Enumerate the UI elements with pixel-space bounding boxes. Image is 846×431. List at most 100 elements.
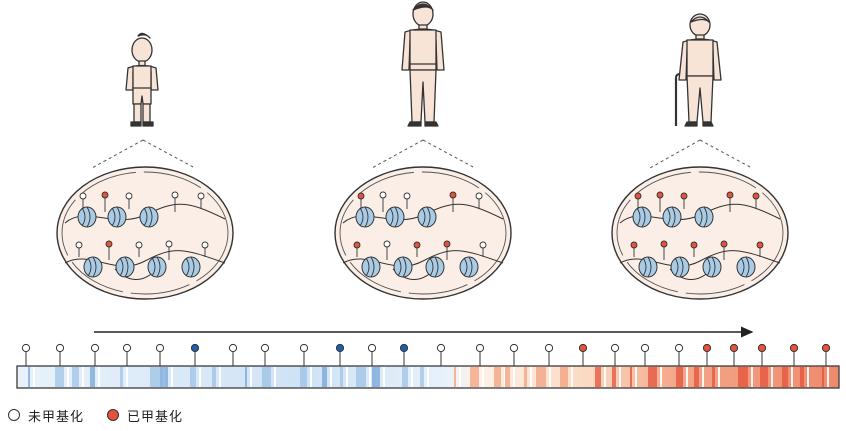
- bar-stripe: [402, 367, 408, 387]
- bar-stripe: [262, 367, 271, 387]
- unmethylated-site: [479, 241, 487, 257]
- bar-gap: [702, 367, 704, 387]
- methylated-site: [821, 343, 831, 366]
- methylated-site: [726, 191, 734, 212]
- bar-stripe: [648, 367, 657, 387]
- bar-stripe: [536, 367, 546, 387]
- bar-gap: [310, 367, 312, 387]
- unmethylated-site: [201, 241, 209, 257]
- bar-stripe: [630, 367, 632, 387]
- methylated-site: [660, 240, 668, 260]
- nucleosome-icon: [107, 206, 127, 228]
- legend-methylated: 已甲基化: [107, 404, 183, 426]
- bar-stripe: [160, 367, 168, 387]
- bar-stripe: [676, 367, 683, 387]
- nucleosome-icon: [115, 256, 135, 278]
- nucleosome-icon: [417, 206, 437, 228]
- bar-stripe: [612, 367, 616, 387]
- methylated-site: [449, 191, 457, 212]
- nucleosome-icon: [139, 206, 159, 228]
- methylated-site: [680, 192, 688, 209]
- blue-site: [399, 343, 409, 366]
- nucleosome-icon: [638, 256, 658, 278]
- unmethylated-site: [21, 343, 31, 366]
- bar-stripe: [560, 367, 568, 387]
- methylated-site: [443, 240, 451, 260]
- nucleosome-icon: [361, 256, 381, 278]
- bar-gap: [619, 367, 621, 387]
- unmethylated-site: [299, 343, 309, 366]
- bar-gap: [346, 367, 348, 387]
- nucleosome-icon: [632, 206, 652, 228]
- unmethylated-dot-icon: [8, 409, 20, 421]
- unmethylated-site: [135, 241, 143, 257]
- methylated-site: [101, 191, 109, 212]
- bar-stripe: [72, 367, 79, 387]
- methylated-site: [752, 192, 760, 209]
- nucleosome-icon: [181, 256, 201, 278]
- bar-gap: [686, 367, 688, 387]
- bar-gap: [530, 367, 532, 387]
- elderly-figure-with-cane-icon: [674, 13, 722, 127]
- unmethylated-site: [197, 192, 205, 209]
- nucleosome-icon: [385, 206, 405, 228]
- zoom-lines: [91, 139, 753, 169]
- bar-gap: [330, 367, 332, 387]
- blue-site: [190, 343, 200, 366]
- chromatin-cell-adult: [334, 166, 512, 300]
- bar-gap: [82, 367, 84, 387]
- legend-unmethylated: 未甲基化: [8, 404, 84, 426]
- unmethylated-site: [165, 240, 173, 260]
- bar-stripe: [212, 367, 216, 387]
- bar-stripe: [822, 367, 824, 387]
- bar-gap: [718, 367, 720, 387]
- bar-stripe: [738, 367, 748, 387]
- methylated-site: [413, 241, 421, 257]
- bar-stripe: [322, 367, 327, 387]
- methylated-site: [105, 240, 113, 260]
- bar-stripe: [55, 367, 64, 387]
- unmethylated-site: [55, 343, 65, 366]
- unmethylated-site: [260, 343, 270, 366]
- bar-gap: [67, 367, 69, 387]
- bar-gap: [751, 367, 753, 387]
- methylated-site: [690, 241, 698, 257]
- unmethylated-site: [79, 192, 87, 209]
- bar-gap: [791, 367, 793, 387]
- unmethylated-site: [75, 241, 83, 257]
- bar-stripe: [300, 367, 307, 387]
- legend-methylated-label: 已甲基化: [127, 409, 184, 425]
- bar-stripe: [454, 367, 456, 387]
- nucleosome-icon: [736, 256, 756, 278]
- bar-stripe: [340, 367, 343, 387]
- methylated-dot-icon: [107, 409, 119, 421]
- unmethylated-site: [674, 343, 684, 366]
- bar-gap: [171, 367, 173, 387]
- nucleosome-icon: [77, 206, 97, 228]
- unmethylated-site: [640, 343, 650, 366]
- bar-gap: [482, 367, 484, 387]
- bar-gap: [571, 367, 573, 387]
- bar-gap: [771, 367, 773, 387]
- bar-gap: [33, 367, 35, 387]
- bar-gap: [807, 367, 809, 387]
- bar-stripe: [760, 367, 768, 387]
- nucleosome-icon: [694, 206, 714, 228]
- methylated-site: [357, 192, 365, 209]
- bar-stripe: [372, 367, 380, 387]
- bar-stripe: [494, 367, 501, 387]
- nucleosome-icon: [83, 256, 103, 278]
- bar-stripe: [595, 367, 601, 387]
- methylated-site: [720, 240, 728, 260]
- bar-stripe: [524, 367, 527, 387]
- unmethylated-site: [610, 343, 620, 366]
- unmethylated-site: [436, 343, 446, 366]
- bar-gap: [635, 367, 637, 387]
- bar-gap: [604, 367, 606, 387]
- bar-stripe: [694, 367, 699, 387]
- bar-stripe: [800, 367, 804, 387]
- methylation-bar: [16, 365, 840, 389]
- unmethylated-site: [383, 240, 391, 260]
- unmethylated-site: [155, 343, 165, 366]
